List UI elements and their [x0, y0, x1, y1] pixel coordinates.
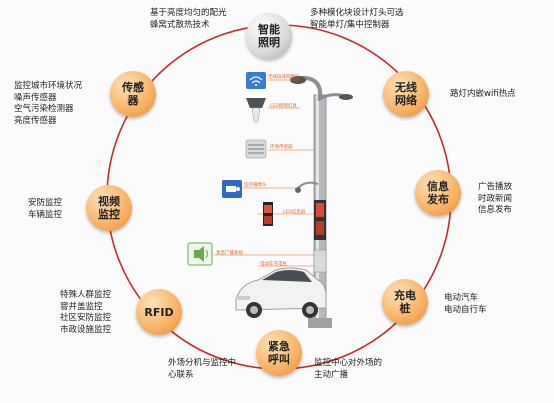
sensor-icon — [245, 139, 267, 159]
car-icon — [235, 267, 327, 318]
node-sensor: 传感 器 — [110, 71, 156, 117]
pole-label-speaker: 紧急广播系统 — [216, 251, 243, 256]
desc-emergency-right: 监控中心对外场的 主动广播 — [314, 358, 383, 380]
node-smart-lighting: 智能 照明 — [246, 13, 292, 59]
desc-rfid: 特殊人群监控 窨井盖监控 社区安防监控 市政设施监控 — [60, 290, 112, 335]
node-charging-label: 充电 桩 — [394, 289, 416, 315]
desc-sensor: 监控城市环境状况 噪声传感器 空气污染检测器 亮度传感器 — [14, 81, 83, 126]
pole-label-sensor: 环境传感器 — [270, 145, 293, 150]
desc-info: 广告播放 时政新闻 信息发布 — [478, 182, 513, 215]
node-rfid: RFID — [136, 289, 182, 335]
desc-emergency-left: 外场分机与监控中 心联系 — [168, 358, 237, 380]
desc-smart-lighting-extra: 多种模化块设计灯头可选 智能单灯/集中控制器 — [310, 8, 404, 30]
led-screen-icon — [263, 202, 273, 226]
leader-lines — [214, 79, 314, 267]
node-video: 视频 监控 — [86, 185, 132, 231]
node-sensor-label: 传感 器 — [122, 81, 144, 107]
wifi-icon — [246, 72, 266, 89]
pole-label-lamp: LED照明灯具 — [270, 104, 297, 109]
desc-charging: 电动汽车 电动自行车 — [444, 293, 487, 315]
pole-label-screen: LED信息屏 — [283, 210, 306, 215]
node-rfid-label: RFID — [144, 305, 174, 319]
node-smart-lighting-label: 智能 照明 — [258, 23, 280, 49]
speaker-icon — [187, 242, 213, 266]
node-video-label: 视频 监控 — [98, 195, 120, 221]
street-lamp-pole — [290, 76, 353, 328]
node-info-label: 信息 发布 — [427, 180, 449, 206]
node-info: 信息 发布 — [415, 170, 461, 216]
node-emergency-label: 紧急 呼叫 — [268, 340, 290, 366]
desc-smart-lighting: 基于亮度均匀的配光 蜂窝式散热技术 — [150, 8, 227, 30]
pole-label-charger: 电动车充电桩 — [260, 262, 287, 267]
node-emergency: 紧急 呼叫 — [256, 330, 302, 376]
pole-label-camera: 监控摄像头 — [244, 183, 267, 188]
lamp-head-icon — [246, 98, 266, 123]
camera-icon — [222, 180, 242, 198]
desc-wireless: 路灯内嵌wifi热点 — [450, 89, 516, 99]
node-wireless: 无线 网络 — [383, 71, 429, 117]
pole-label-wifi: 无线局域网模块 — [268, 75, 300, 80]
desc-video: 安防监控 车辆监控 — [28, 198, 63, 220]
node-charging: 充电 桩 — [382, 279, 428, 325]
node-wireless-label: 无线 网络 — [395, 81, 417, 107]
